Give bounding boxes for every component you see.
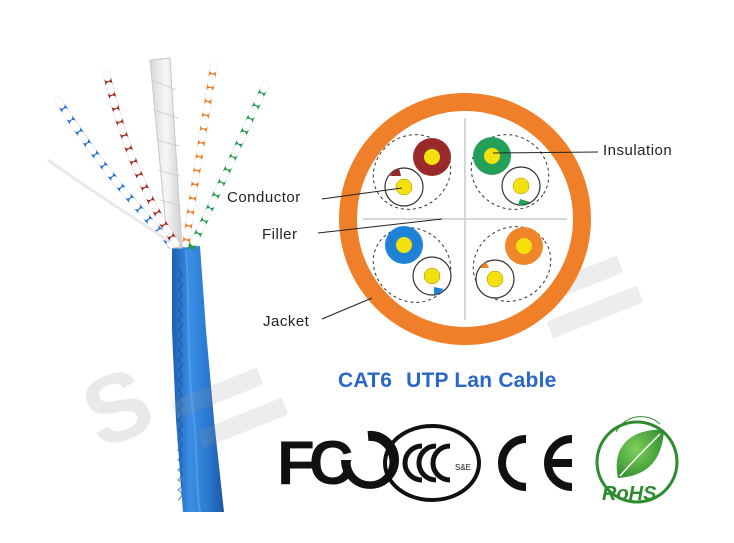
exposed-wires: [47, 57, 270, 250]
pair-green: [473, 137, 541, 206]
cable-body: [172, 246, 224, 513]
ccc-logo: S&E: [383, 424, 481, 502]
conductor-label: Conductor: [227, 189, 301, 206]
pair-blue: [385, 226, 452, 296]
cable-cross-section: [339, 93, 591, 345]
pair-brown: [384, 138, 451, 207]
product-headline: CAT6 UTP Lan Cable: [338, 369, 557, 393]
insulation-label: Insulation: [603, 142, 673, 159]
headline-category: CAT6: [338, 369, 393, 392]
fcc-logo: FC: [277, 429, 399, 498]
ccc-sub: S&E: [455, 463, 471, 472]
jacket-label: Jacket: [263, 313, 310, 330]
watermark-strokes: [171, 255, 644, 449]
ce-logo: [498, 435, 573, 491]
callout-lines: [317, 151, 599, 320]
filler-label: Filler: [262, 226, 298, 243]
rohs-logo: RoHS: [595, 416, 679, 505]
pair-orange: [475, 227, 543, 299]
rohs-text: RoHS: [602, 483, 657, 505]
headline-product: UTP Lan Cable: [406, 369, 557, 392]
svg-text:S: S: [68, 341, 180, 469]
cross-filler: [363, 118, 567, 320]
